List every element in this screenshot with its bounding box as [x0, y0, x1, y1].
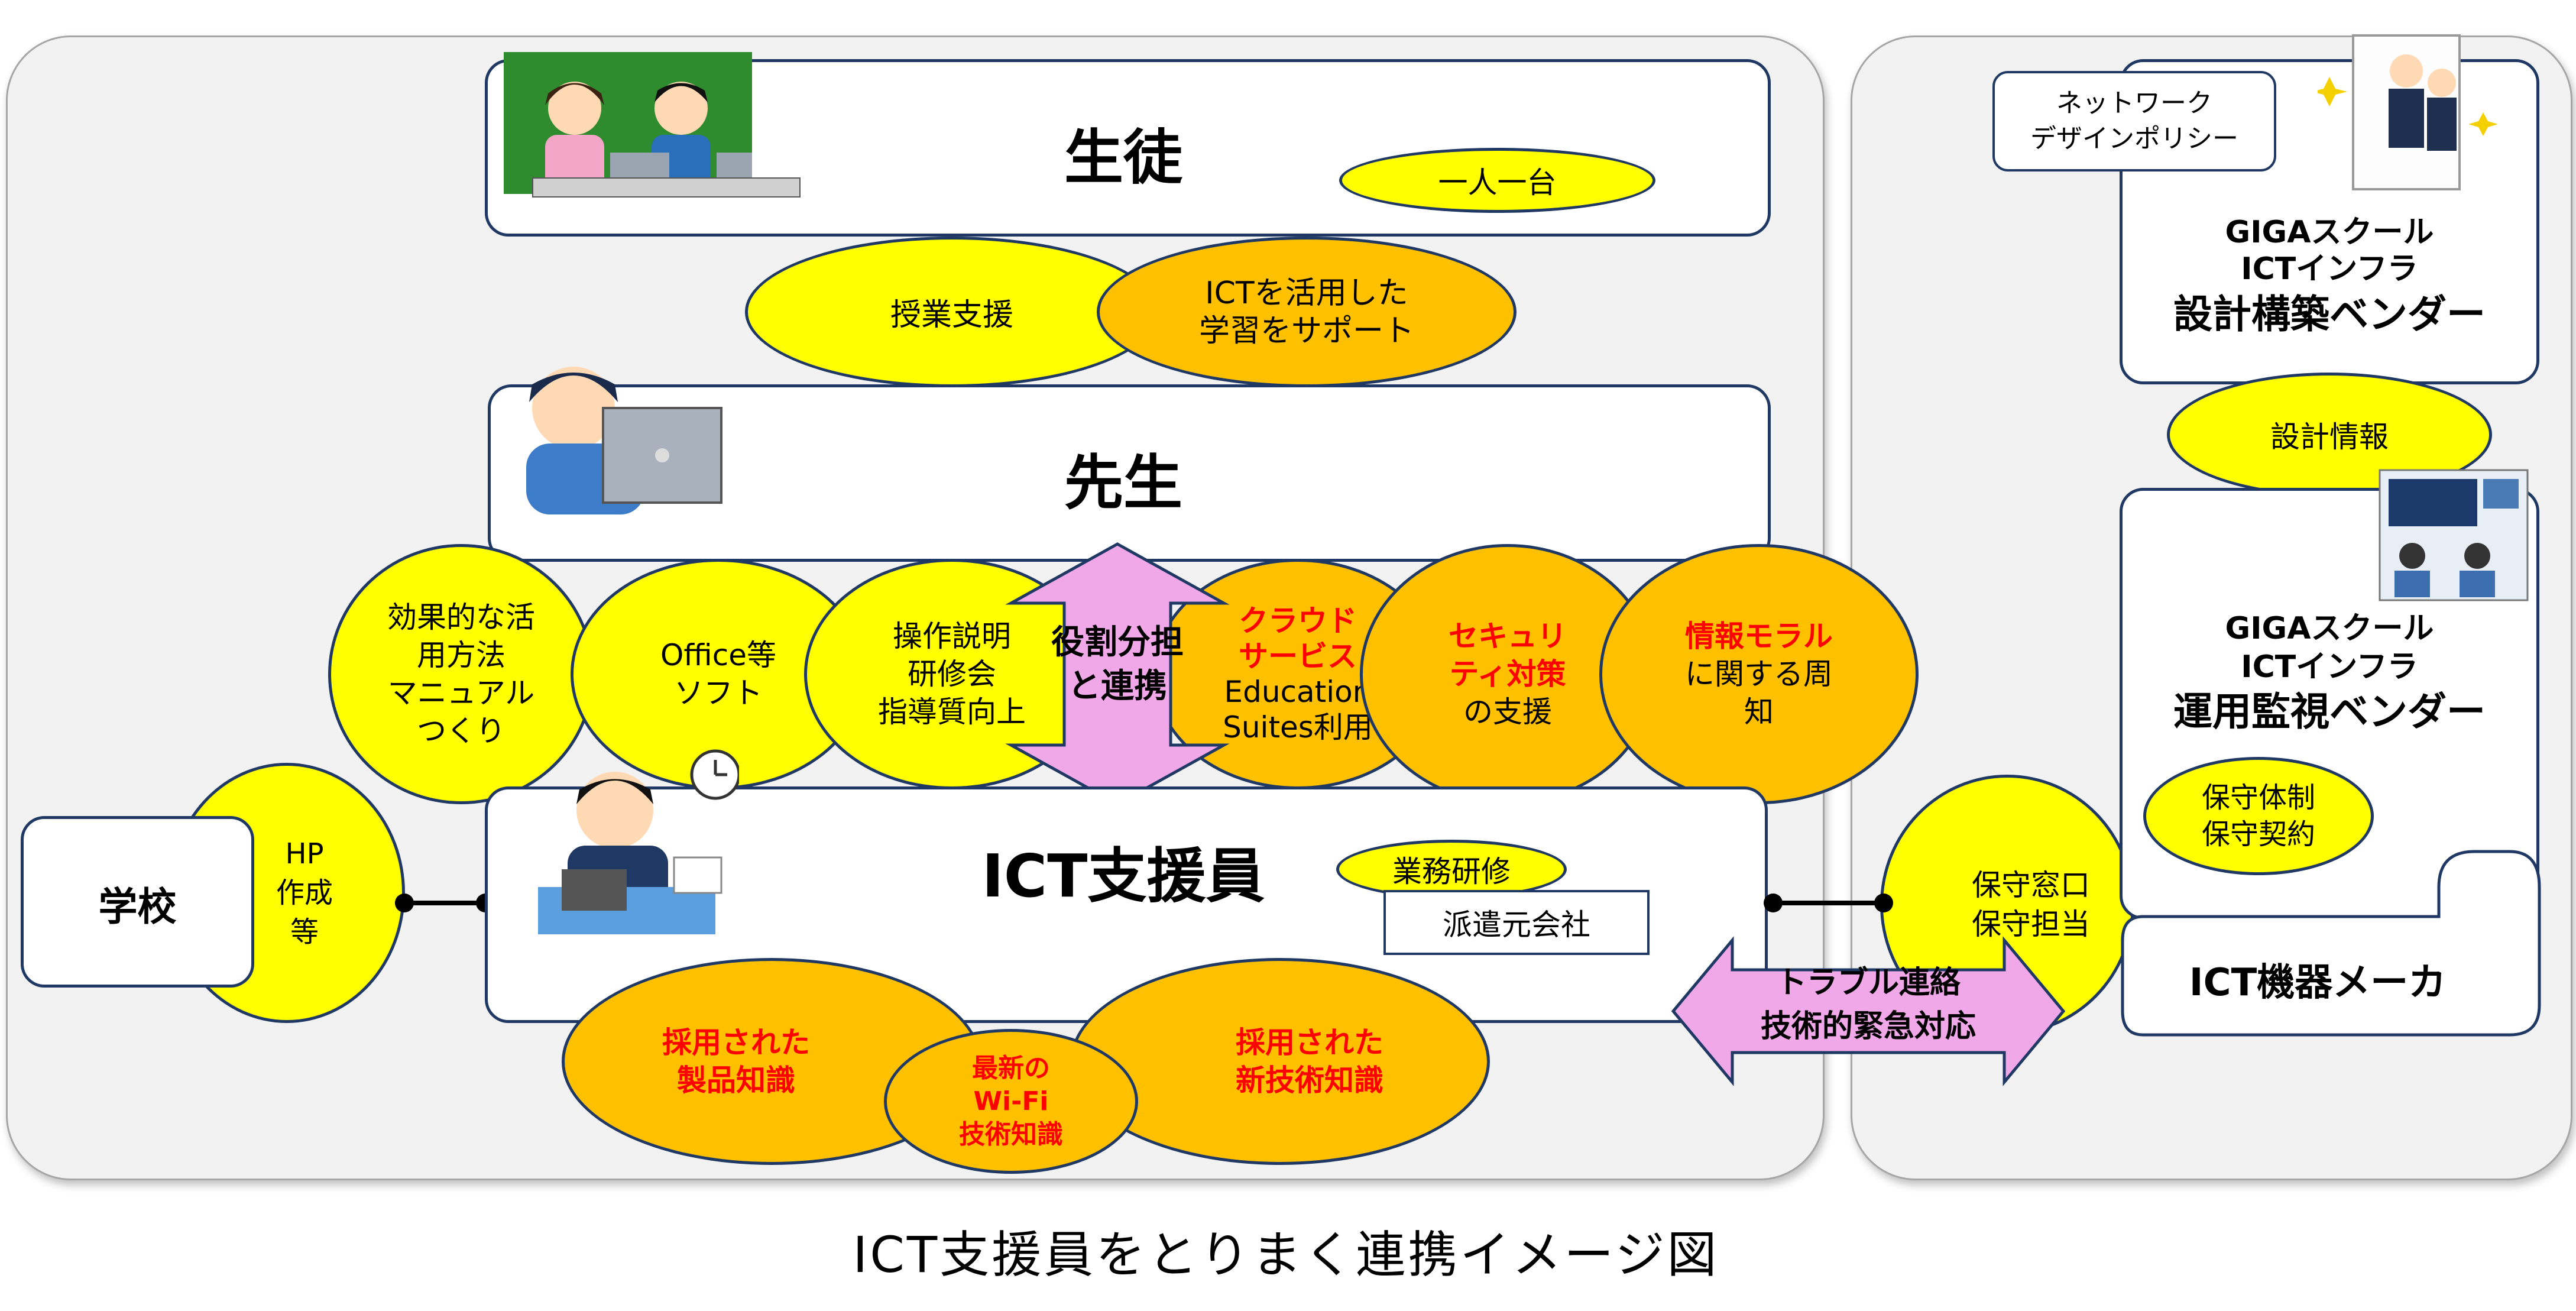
student-illustration: [504, 52, 752, 194]
wifi-knowledge-label: 最新の Wi-Fi 技術知識: [959, 1053, 1063, 1150]
role-arrow-label: 役割分担 と連携: [1051, 623, 1184, 705]
school-title: 学校: [98, 884, 177, 930]
maker-box-shape: [2121, 850, 2541, 1037]
ict-learning-ellipse: ICTを活用した 学習をサポート: [1097, 237, 1517, 387]
business-training-badge: 業務研修: [1336, 840, 1567, 899]
maintenance-contract-label: 保守体制 保守契約: [2201, 781, 2315, 851]
info-moral-notice-label: に関する周 知: [1685, 657, 1833, 729]
manual-label: 効果的な活 用方法 マニュアル つくり: [387, 600, 535, 748]
trouble-arrow-label: トラブル連絡 技術的緊急対応: [1760, 965, 1976, 1044]
students-laptop-icon: [545, 82, 752, 194]
ops-vendor-line3: 運用監視ベンダー: [2173, 689, 2486, 734]
product-knowledge-label: 採用された 製品知識: [662, 1025, 810, 1098]
ops-vendor-line1: GIGAスクール: [2225, 611, 2434, 646]
maker-title: ICT機器メーカ: [2189, 961, 2447, 1005]
design-vendor-line2: ICTインフラ: [2241, 251, 2418, 287]
maintenance-connector: [1771, 901, 1883, 905]
cloud-service-label: クラウド サービス: [1239, 604, 1357, 674]
info-moral-label: 情報モラル: [1685, 619, 1833, 653]
certificate-people-icon: [2318, 34, 2498, 190]
student-title: 生徒: [1064, 123, 1182, 192]
business-training-label: 業務研修: [1392, 854, 1511, 889]
monitoring-room-icon: [2379, 469, 2529, 601]
maintenance-contract-ellipse: 保守体制 保守契約: [2143, 757, 2374, 875]
office-software-label: Office等 ソフト: [660, 638, 776, 710]
teacher-laptop-icon: [526, 367, 722, 514]
security-support-label: の支援: [1463, 695, 1552, 729]
hp-label: HP 作成 等: [276, 837, 333, 949]
design-info-label: 設計情報: [2270, 420, 2389, 454]
info-moral-ellipse: 情報モラル に関する周 知: [1599, 544, 1919, 804]
education-suites-label: Education Suites利用: [1223, 675, 1373, 744]
teacher-title: 先生: [1064, 448, 1182, 517]
new-tech-knowledge-label: 採用された 新技術知識: [1236, 1025, 1383, 1098]
ict-learning-label: ICTを活用した 学習をサポート: [1198, 275, 1414, 349]
lesson-support-ellipse: 授業支援: [745, 237, 1159, 387]
design-vendor-line1: GIGAスクール: [2225, 215, 2434, 250]
dispatch-company-box: 派遣元会社: [1383, 890, 1650, 955]
lesson-support-label: 授業支援: [890, 297, 1013, 333]
ict-staff-busy-icon: [538, 749, 739, 934]
new-tech-knowledge-ellipse: 採用された 新技術知識: [1070, 958, 1490, 1165]
dispatch-company-label: 派遣元会社: [1443, 908, 1590, 942]
network-policy-box: ネットワーク デザインポリシー: [1992, 71, 2276, 171]
trouble-double-arrow: [1671, 936, 2066, 1086]
wifi-knowledge-ellipse: 最新の Wi-Fi 技術知識: [884, 1029, 1138, 1174]
maintenance-window-label: 保守窓口 保守担当: [1972, 868, 2090, 941]
maintenance-connector-dot-right: [1874, 894, 1893, 912]
one-per-student-label: 一人一台: [1438, 166, 1557, 200]
security-label: セキュリ ティ対策: [1449, 619, 1567, 691]
figure-caption: ICT支援員をとりまく連携イメージ図: [853, 1226, 1719, 1284]
school-connector-dot-left: [395, 894, 414, 912]
design-vendor-line3: 設計構築ベンダー: [2173, 292, 2486, 337]
network-policy-label: ネットワーク デザインポリシー: [2030, 88, 2238, 154]
school-box: [21, 816, 254, 988]
training-label: 操作説明 研修会 指導質向上: [878, 619, 1026, 729]
maintenance-connector-dot-left: [1764, 894, 1783, 912]
student-desk: [532, 177, 801, 198]
school-connector: [402, 901, 485, 905]
ict-staff-title: ICT支援員: [981, 841, 1265, 911]
ops-vendor-line2: ICTインフラ: [2241, 649, 2418, 685]
manual-ellipse: 効果的な活 用方法 マニュアル つくり: [328, 544, 594, 804]
one-per-student-badge: 一人一台: [1339, 148, 1655, 213]
